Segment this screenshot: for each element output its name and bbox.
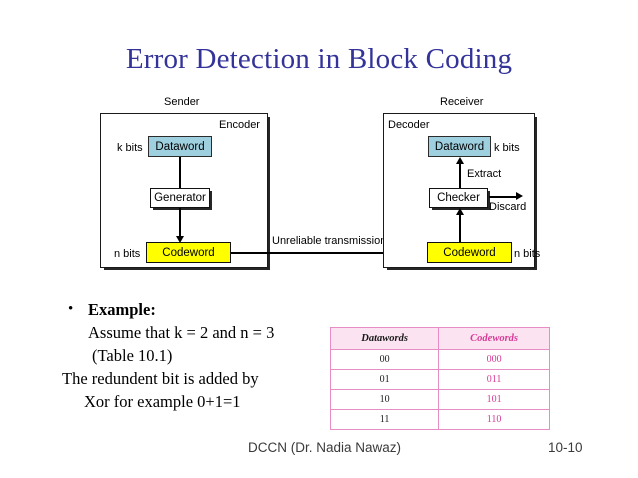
table-header-row: Datawords Codewords: [329, 327, 550, 350]
sender-dataword-bits-label: k bits: [117, 142, 143, 154]
cell-dataword: 10: [329, 389, 440, 410]
footer-course-label: DCCN (Dr. Nadia Nawaz): [248, 440, 402, 455]
decoder-label: Decoder: [388, 119, 430, 131]
body-line-3: The redundent bit is added by: [62, 369, 259, 388]
table-row: 11 110: [329, 409, 550, 430]
sender-dataword-label: Dataword: [155, 140, 205, 153]
connector-checker-to-dataword: [459, 164, 461, 188]
table-row: 10 101: [329, 389, 550, 410]
generator-label: Generator: [154, 192, 206, 204]
discard-label: Discard: [489, 201, 527, 213]
sender-codeword-bits-label: n bits: [114, 248, 141, 260]
extract-label: Extract: [467, 168, 502, 180]
example-heading: Example:: [88, 300, 156, 319]
body-line-2: (Table 10.1): [92, 346, 173, 365]
discard-line: [489, 196, 518, 198]
arrow-down-icon: [175, 236, 184, 243]
table-row: 01 011: [329, 369, 550, 390]
transmission-label: Unreliable transmission: [272, 235, 387, 247]
sender-label: Sender: [164, 96, 200, 108]
receiver-codeword-label: Codeword: [443, 246, 496, 259]
datawords-codewords-table: Datawords Codewords 00 000 01 011 10 101…: [329, 327, 550, 430]
cell-dataword: 11: [329, 409, 440, 430]
sender-codeword-box[interactable]: Codeword: [146, 242, 231, 263]
cell-dataword: 01: [329, 369, 440, 390]
receiver-codeword-bits-label: n bits: [514, 248, 541, 260]
receiver-label: Receiver: [440, 96, 484, 108]
receiver-codeword-box[interactable]: Codeword: [427, 242, 512, 263]
sender-codeword-label: Codeword: [162, 246, 215, 259]
column-header-datawords: Datawords: [329, 327, 440, 350]
checker-box[interactable]: Checker: [429, 188, 488, 208]
connector-codeword-to-checker: [459, 215, 461, 243]
cell-codeword: 011: [438, 369, 550, 390]
column-header-codewords: Codewords: [438, 327, 550, 350]
bullet-item-example: • Example:: [62, 298, 328, 321]
generator-box[interactable]: Generator: [150, 188, 210, 208]
body-line-4: Xor for example 0+1=1: [84, 392, 241, 411]
connector-dataword-to-generator: [179, 157, 181, 188]
cell-codeword: 101: [438, 389, 550, 410]
receiver-dataword-bits-label: k bits: [494, 142, 520, 154]
body-line-1: Assume that k = 2 and n = 3: [88, 323, 275, 342]
sender-dataword-box[interactable]: Dataword: [148, 136, 212, 157]
encoder-label: Encoder: [219, 119, 260, 131]
arrow-up-icon: [455, 157, 464, 164]
cell-dataword: 00: [329, 349, 440, 370]
table-row: 00 000: [329, 349, 550, 370]
transmission-line: [231, 252, 484, 254]
arrow-up-icon: [455, 208, 464, 215]
cell-codeword: 110: [438, 409, 550, 430]
slide-footer: DCCN (Dr. Nadia Nawaz) 10-10: [0, 440, 638, 460]
arrow-right-icon: [516, 192, 523, 200]
body-text-block: • Example: Assume that k = 2 and n = 3 (…: [62, 298, 328, 413]
footer-page-number: 10-10: [548, 440, 583, 455]
connector-generator-to-codeword: [179, 208, 181, 238]
block-coding-diagram: Sender Encoder k bits Dataword Generator…: [0, 95, 638, 285]
receiver-dataword-label: Dataword: [434, 140, 485, 153]
receiver-dataword-box[interactable]: Dataword: [428, 136, 491, 157]
bullet-icon: •: [68, 301, 74, 317]
page-title: Error Detection in Block Coding: [125, 43, 513, 75]
checker-label: Checker: [437, 192, 480, 204]
cell-codeword: 000: [438, 349, 550, 370]
